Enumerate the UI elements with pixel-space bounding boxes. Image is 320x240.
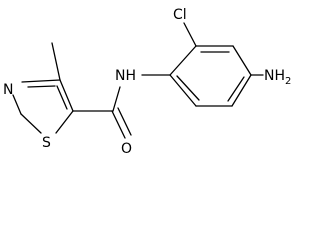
bond-c1-c2	[169, 45, 197, 76]
bond-c4-c5-inner	[227, 76, 245, 102]
bond-c5-c4	[59, 79, 74, 112]
ring-nitrogen-label: N	[3, 82, 13, 98]
bond-carbonyl-o	[111, 110, 126, 139]
bond-c4-n	[21, 79, 61, 83]
benzene-ring	[169, 45, 252, 107]
molecule-drawing: Cl NH N S O NH2	[3, 7, 291, 155]
bond-s-c5	[55, 110, 74, 134]
amino-label: NH2	[264, 68, 291, 87]
amide-nh-label: NH	[115, 68, 136, 84]
ring-sulfur-label: S	[42, 135, 51, 151]
methyl-bond	[51, 42, 61, 81]
bond-carbonyl-nh	[112, 86, 121, 112]
bond-c3-c4	[232, 45, 252, 76]
bond-c2-s	[20, 113, 42, 134]
amino-subscript: 2	[285, 76, 291, 87]
bond-c4-c5	[231, 74, 252, 107]
bond-c5-c4-inner	[56, 85, 68, 110]
amino-nh: NH	[264, 68, 285, 84]
thiazole-ring	[12, 79, 74, 134]
amide-group	[72, 74, 171, 139]
structure-canvas: Cl NH N S O NH2	[3, 7, 291, 155]
chlorine-label: Cl	[173, 7, 187, 23]
bond-c6-c1	[169, 74, 197, 107]
bond-n-c2	[12, 94, 22, 115]
bond-c4-n-inner	[27, 85, 56, 88]
bond-carbonyl-o-double	[117, 107, 132, 136]
bond-c2-cl	[183, 22, 197, 47]
carbonyl-oxygen-label: O	[121, 141, 132, 155]
bond-c6-c1-inner	[176, 75, 200, 101]
